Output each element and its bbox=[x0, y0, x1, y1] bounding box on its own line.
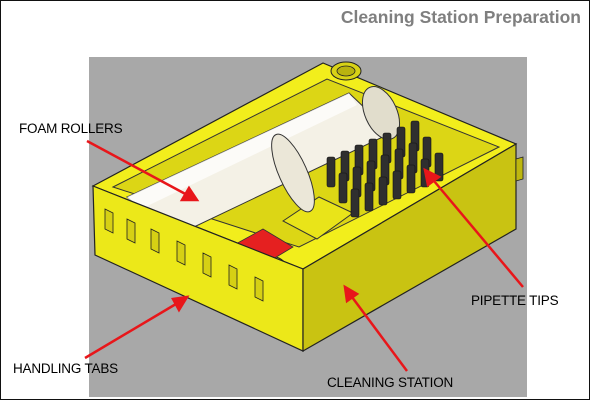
arrow-handling-tabs bbox=[85, 301, 181, 358]
label-pipette-tips: PIPETTE TIPS bbox=[471, 293, 558, 308]
diagram-title: Cleaning Station Preparation bbox=[251, 7, 581, 33]
corner-hole-back-inner bbox=[337, 66, 355, 76]
label-foam-rollers: FOAM ROLLERS bbox=[19, 121, 122, 136]
side-tab bbox=[516, 157, 523, 181]
label-cleaning-station: CLEANING STATION bbox=[327, 375, 453, 390]
label-handling-tabs: HANDLING TABS bbox=[13, 361, 118, 376]
